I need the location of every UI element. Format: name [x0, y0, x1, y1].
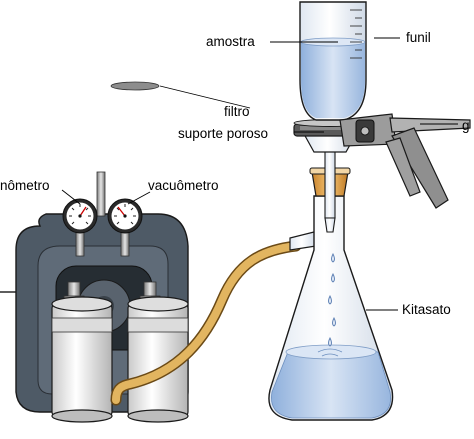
- center-exhaust-pipe: [96, 171, 106, 217]
- clamp: [339, 113, 471, 209]
- clamp-arm-handle-outer: [391, 127, 449, 209]
- label-manometro: nômetro: [0, 178, 50, 193]
- funnel-sample-liquid: [301, 42, 365, 118]
- filter-funnel-assembly: [293, 1, 367, 233]
- vacuum-pump: [0, 171, 189, 423]
- label-garra: g: [462, 118, 470, 133]
- label-funil: funil: [406, 30, 431, 45]
- vacuum-hose: [110, 240, 302, 406]
- flask-side-arm: [289, 231, 317, 251]
- filter-disc: [110, 81, 160, 91]
- falling-drops: [328, 252, 336, 347]
- vacuometer-gauge: [107, 198, 143, 234]
- labels: funil amostra filtro suporte poroso g nô…: [0, 30, 470, 317]
- clamp-arm-handle-inner: [385, 137, 421, 197]
- pump-cylinder-left: [51, 281, 113, 423]
- label-filtro: filtro: [224, 104, 250, 119]
- manometer-gauge: [62, 198, 98, 234]
- label-amostra: amostra: [206, 34, 255, 49]
- label-kitasato: Kitasato: [402, 302, 451, 317]
- clamp-arm-top: [389, 117, 471, 133]
- label-suporte-poroso: suporte poroso: [178, 126, 268, 141]
- kitasato-flask: [268, 167, 394, 421]
- vacuometer-stem: [120, 231, 130, 257]
- leader-lines: [61, 37, 458, 311]
- manometer-stem: [75, 231, 85, 257]
- pump-cylinder-right: [127, 281, 189, 423]
- funnel-stem: [324, 147, 336, 219]
- label-vacuometro: vacuômetro: [148, 178, 219, 193]
